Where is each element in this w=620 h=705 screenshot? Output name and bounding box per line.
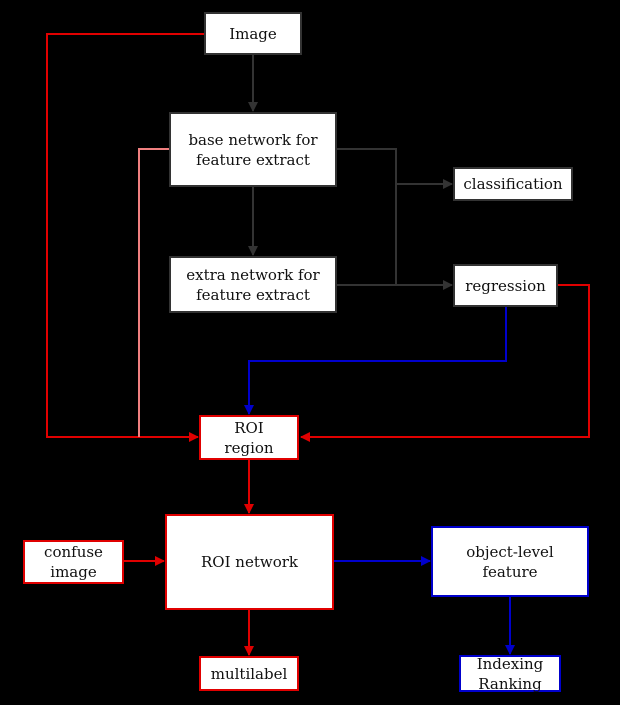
- confuse-image-node: confuse image: [23, 540, 124, 584]
- edge-regression-to-roi-blue: [244, 307, 507, 415]
- edge-base-to-roi: [138, 148, 169, 437]
- base-network-node: base network for feature extract: [169, 112, 337, 187]
- regression-node: regression: [453, 264, 558, 307]
- indexing-ranking-node: Indexing Ranking: [459, 655, 561, 693]
- roi-region-node: ROI region: [199, 415, 299, 460]
- extra-network-node: extra network for feature extract: [169, 256, 337, 313]
- edge-regression-to-roi: [300, 284, 590, 442]
- classification-node: classification: [453, 167, 573, 201]
- object-level-feature-node: object-level feature: [431, 526, 589, 597]
- image-node: Image: [204, 12, 302, 55]
- edge-image-to-roi: [46, 33, 204, 442]
- roi-network-node: ROI network: [165, 514, 334, 610]
- edge-base-to-junction: [337, 148, 397, 285]
- multilabel-node: multilabel: [199, 656, 299, 691]
